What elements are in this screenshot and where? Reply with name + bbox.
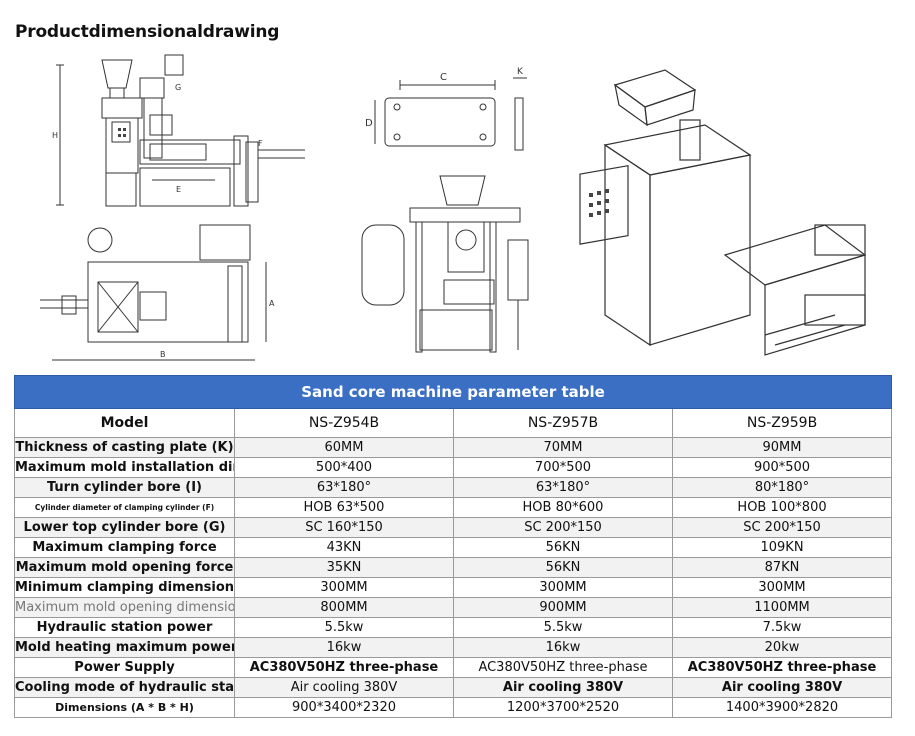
cell: SC 160*150 xyxy=(234,517,454,538)
model-name: NS-Z954B xyxy=(234,408,454,438)
dim-label-k: K xyxy=(517,67,524,77)
isometric-machine-drawing xyxy=(579,69,867,356)
cell: 300MM xyxy=(234,577,454,598)
cell: 56KN xyxy=(453,557,673,578)
cell: SC 200*150 xyxy=(671,517,893,538)
cell: HOB 63*500 xyxy=(234,497,454,518)
dimensional-drawings: H F E G B A xyxy=(0,50,915,370)
cell: AC380V50HZ three-phase xyxy=(671,657,893,678)
cell: 90MM xyxy=(671,437,893,458)
cell: HOB 100*800 xyxy=(671,497,893,518)
row-label: Cooling mode of hydraulic station xyxy=(14,677,235,698)
cell: 80*180° xyxy=(671,477,893,498)
cell: 1400*3900*2820 xyxy=(671,697,893,718)
cell: 60MM xyxy=(234,437,454,458)
dim-label-a: A xyxy=(269,299,275,308)
cell: HOB 80*600 xyxy=(453,497,673,518)
row-label: Thickness of casting plate (K) xyxy=(14,437,235,458)
front-view-drawing xyxy=(361,175,529,353)
table-heading: Sand core machine parameter table xyxy=(13,375,893,409)
cell: 63*180° xyxy=(453,477,673,498)
cell: 16kw xyxy=(453,637,673,658)
cell: 35KN xyxy=(234,557,454,578)
row-label: Turn cylinder bore (I) xyxy=(14,477,235,498)
row-label: Mold heating maximum power xyxy=(14,637,235,658)
top-view-drawing: B A xyxy=(40,224,275,361)
model-name: NS-Z957B xyxy=(453,408,673,438)
cell: Air cooling 380V xyxy=(234,677,454,698)
model-label: Model xyxy=(14,408,235,438)
cell: 56KN xyxy=(453,537,673,558)
row-label: Maximum mold opening force xyxy=(14,557,235,578)
cell: 900*3400*2320 xyxy=(234,697,454,718)
cell: 1100MM xyxy=(671,597,893,618)
cell: 300MM xyxy=(671,577,893,598)
cell: SC 200*150 xyxy=(453,517,673,538)
cell: Air cooling 380V xyxy=(453,677,673,698)
cell: AC380V50HZ three-phase xyxy=(234,657,454,678)
dim-label-f: F xyxy=(258,139,263,148)
row-label: Hydraulic station power xyxy=(14,617,235,638)
cell: 87KN xyxy=(671,557,893,578)
cell: 900*500 xyxy=(671,457,893,478)
cell: Air cooling 380V xyxy=(671,677,893,698)
cell: 5.5kw xyxy=(453,617,673,638)
cell: 1200*3700*2520 xyxy=(453,697,673,718)
cell: 20kw xyxy=(671,637,893,658)
cell: 300MM xyxy=(453,577,673,598)
dim-label-h: H xyxy=(52,131,58,140)
mold-plate-drawing: C D K xyxy=(365,67,527,151)
cell: 70MM xyxy=(453,437,673,458)
row-label: Power Supply xyxy=(14,657,235,678)
dim-label-e: E xyxy=(176,185,181,194)
cell: 500*400 xyxy=(234,457,454,478)
row-label: Maximum mold opening dimension xyxy=(14,597,235,618)
row-label: Maximum mold installation dimension (C *… xyxy=(14,457,235,478)
cell: 43KN xyxy=(234,537,454,558)
cell: 900MM xyxy=(453,597,673,618)
dim-label-b: B xyxy=(160,350,166,359)
dim-label-d: D xyxy=(365,118,373,129)
side-view-drawing: H F E G xyxy=(52,54,305,207)
cell: 800MM xyxy=(234,597,454,618)
page-title: Productdimensionaldrawing xyxy=(15,22,280,42)
cell: 63*180° xyxy=(234,477,454,498)
cell: AC380V50HZ three-phase xyxy=(453,657,673,678)
dim-label-c: C xyxy=(440,72,447,83)
cell: 5.5kw xyxy=(234,617,454,638)
row-label: Maximum clamping force xyxy=(14,537,235,558)
row-label: Dimensions (A * B * H) xyxy=(14,697,235,718)
row-label: Cylinder diameter of clamping cylinder (… xyxy=(14,497,235,518)
cell: 7.5kw xyxy=(671,617,893,638)
parameter-table: Sand core machine parameter table Model … xyxy=(13,375,893,718)
cell: 109KN xyxy=(671,537,893,558)
model-name: NS-Z959B xyxy=(671,408,893,438)
cell: 16kw xyxy=(234,637,454,658)
row-label: Lower top cylinder bore (G) xyxy=(14,517,235,538)
dim-label-g: G xyxy=(175,83,181,92)
row-label: Minimum clamping dimension xyxy=(14,577,235,598)
cell: 700*500 xyxy=(453,457,673,478)
